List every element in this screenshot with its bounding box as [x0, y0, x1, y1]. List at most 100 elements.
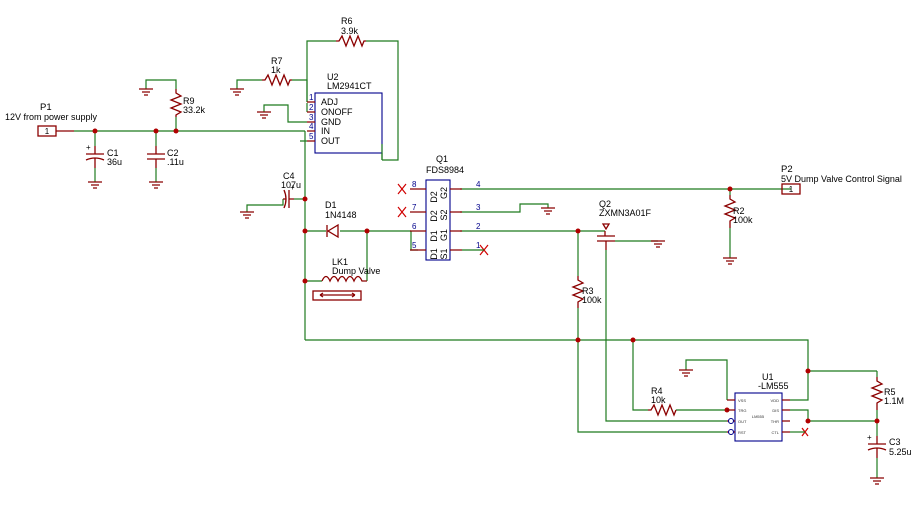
resistor-r4-ref: R4	[651, 386, 663, 396]
wires	[74, 40, 878, 478]
ground-icon	[723, 257, 737, 265]
resistor-r4[interactable]: R4 10k	[648, 386, 677, 417]
resistor-r2[interactable]: R2 100k	[723, 195, 753, 228]
u1-right-leads	[782, 399, 790, 433]
capacitor-c2[interactable]: C2 .11u	[147, 146, 184, 168]
junction-dot	[92, 128, 98, 134]
u2-pin-out: OUT	[321, 136, 341, 146]
u1-pin-label: OUT	[738, 419, 747, 424]
connector-p1[interactable]: 1 P1 12V from power supply	[5, 102, 98, 137]
wire-r9-top-gnd	[145, 79, 177, 89]
capacitor-c2-value: .11u	[167, 157, 184, 167]
ground-icon	[257, 111, 271, 119]
polarity-plus: +	[290, 183, 295, 192]
connector-p1-ref: P1	[40, 102, 52, 113]
u1-pin-bubble	[727, 428, 735, 436]
q2-leads	[604, 231, 607, 250]
junction-dot	[173, 128, 179, 134]
u1-pin-label: DIS	[772, 408, 779, 413]
u2-value: LM2941CT	[327, 81, 372, 91]
u2-pin-num-5: 5	[309, 132, 314, 141]
wire-c4-gnd	[246, 199, 284, 212]
q2-channel	[597, 235, 615, 242]
u2-pin-num-1: 1	[309, 93, 314, 102]
u2-pin-num-4: 4	[309, 122, 314, 131]
connector-p1-pin: 1	[45, 127, 50, 136]
inductor-lk1[interactable]: LK1 Dump Valve	[312, 257, 380, 301]
junction-dot	[727, 186, 733, 192]
resistor-r7-ref: R7	[271, 56, 283, 66]
junction-dot	[805, 368, 811, 374]
wire-r6-left	[306, 40, 336, 102]
junction-dot	[575, 337, 581, 343]
junctions	[92, 128, 880, 424]
connector-p2-desc: 5V Dump Valve Control Signal	[781, 174, 902, 184]
polarity-plus: +	[867, 433, 872, 442]
diode-d1[interactable]: D1 1N4148	[325, 200, 357, 239]
u1-body-label: LM555	[752, 414, 765, 419]
diode-triangle	[326, 223, 339, 239]
resistor-zigzag	[870, 377, 884, 410]
q2-value: ZXMN3A01F	[599, 208, 652, 218]
resistor-zigzag	[723, 195, 737, 228]
ground-icon	[541, 207, 555, 215]
resistor-r5-value: 1.1M	[884, 396, 904, 406]
ground-icon	[149, 181, 163, 189]
resistor-zigzag	[336, 34, 366, 48]
capacitor-c3-ref: C3	[889, 437, 901, 447]
resistor-r9[interactable]: R9 33.2k	[169, 89, 206, 117]
wire-u1-vdd	[790, 371, 809, 401]
resistor-r6[interactable]: R6 3.9k	[336, 16, 366, 48]
resistor-r6-value: 3.9k	[341, 26, 359, 36]
diode-d1-ref: D1	[325, 200, 337, 210]
ground-icon	[139, 88, 153, 96]
resistor-r5[interactable]: R5 1.1M	[870, 377, 904, 410]
ground-symbols	[88, 88, 884, 485]
wire-r6-right	[366, 40, 399, 161]
nc-x-icon	[397, 183, 407, 195]
wire-r7-gnd	[236, 79, 262, 89]
timer-u1[interactable]: VSS TRG OUT RST VDD DIS THR CTL LM555 U1…	[727, 372, 809, 442]
junction-dot	[874, 418, 880, 424]
ground-icon	[870, 477, 884, 485]
mosfet-q1[interactable]: D2 D2 D1 D1 G2 S2 G1 S1 8 7 6 5 4 3 2 1 …	[397, 154, 489, 261]
capacitor-c3[interactable]: + C3 5.25u	[867, 433, 912, 458]
resistor-zigzag	[648, 403, 677, 417]
u1-pin-label: CTL	[771, 430, 779, 435]
wire-r7-adj	[292, 79, 308, 102]
connector-p2-pin: 1	[789, 185, 794, 194]
capacitor-c4-value: 107u	[281, 180, 301, 190]
resistor-r7[interactable]: R7 1k	[262, 56, 292, 87]
capacitor-c4[interactable]: + C4 107u	[281, 171, 301, 209]
u1-ref: U1	[762, 372, 774, 382]
wire-u1-thr	[790, 409, 877, 422]
u2-pin-gnd: GND	[321, 117, 342, 127]
wire-bottom-bus	[305, 339, 877, 372]
regulator-u2[interactable]: ADJ ONOFF GND IN OUT 1 2 3 4 5 U2 LM2941…	[307, 72, 383, 154]
wire-u2-gnd	[263, 104, 307, 123]
u2-body	[314, 92, 383, 154]
resistor-zigzag	[262, 73, 292, 87]
inductor-lk1-value: Dump Valve	[332, 266, 380, 276]
resistor-r5-ref: R5	[884, 387, 896, 397]
wire-r3-to-rst	[577, 308, 727, 433]
q1-pin-name-left: D2	[429, 210, 439, 222]
u2-pin-in: IN	[321, 126, 330, 136]
resistor-r3-ref: R3	[582, 286, 594, 296]
wire-u2-misc	[300, 140, 383, 160]
mosfet-q2[interactable]: Q2 ZXMN3A01F	[597, 199, 652, 250]
connector-p2[interactable]: 1 P2 5V Dump Valve Control Signal	[781, 164, 902, 195]
u2-pin-adj: ADJ	[321, 97, 338, 107]
resistor-r2-ref: R2	[733, 206, 745, 216]
ground-icon	[88, 181, 102, 189]
q1-pin-num: 6	[412, 222, 417, 231]
wire-r4-left	[632, 340, 648, 411]
resistor-r3[interactable]: R3 100k	[571, 276, 602, 308]
q1-pin-name-left: D1	[429, 248, 439, 260]
resistor-r6-ref: R6	[341, 16, 353, 26]
connector-p2-ref: P2	[781, 164, 793, 175]
u2-pin-num-3: 3	[309, 113, 314, 122]
dump-valve-arrow-icon	[319, 292, 356, 298]
capacitor-c1[interactable]: + C1 36u	[85, 143, 122, 168]
u2-pin-onoff: ONOFF	[321, 107, 353, 117]
